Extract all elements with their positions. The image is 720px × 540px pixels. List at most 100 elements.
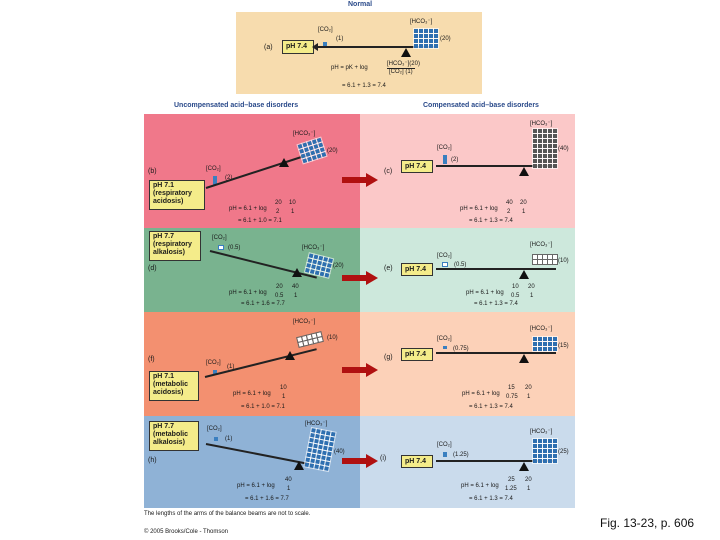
hco3-unit-block — [547, 453, 553, 459]
hco3-unit-block — [542, 438, 548, 444]
normal-hco3-value: (20) — [440, 36, 451, 42]
frac-num-f: 10 — [280, 385, 287, 391]
hco3-unit-block — [547, 133, 553, 139]
hco3-unit-block — [537, 128, 543, 134]
hco3-unit-block — [547, 153, 553, 159]
hco3-unit-block — [413, 28, 419, 34]
frac-num-d: 20 — [276, 284, 283, 290]
eq1-b: pH = 6.1 + log — [229, 206, 267, 212]
beam-g — [436, 352, 556, 354]
co2-value-b: (2) — [225, 175, 233, 181]
hco3-value-c: (40) — [558, 146, 569, 152]
hco3-unit-block — [552, 128, 558, 134]
normal-hco3-label: [HCO₃⁻] — [410, 19, 433, 25]
hco3-blocks-g — [532, 336, 558, 352]
hco3-unit-block — [537, 443, 543, 449]
hco3-unit-block — [324, 455, 332, 463]
hco3-unit-block — [418, 38, 424, 44]
frac-den-d: 0.5 — [275, 293, 284, 299]
label-d: (d) — [148, 265, 157, 272]
hco3-unit-block — [423, 33, 429, 39]
hco3-unit-block — [547, 148, 553, 154]
hco3-unit-block — [552, 153, 558, 159]
co2-label-c: [CO₂] — [437, 145, 452, 151]
hco3-unit-block — [547, 138, 553, 144]
label-g: (g) — [384, 354, 393, 361]
eq2-i: = 6.1 + 1.3 = 7.4 — [469, 496, 513, 502]
co2-label-d: [CO₂] — [212, 235, 227, 241]
hco3-unit-block — [537, 448, 543, 454]
normal-title: Normal — [348, 1, 373, 8]
frac-den-f: 1 — [282, 394, 286, 400]
hco3-unit-block — [428, 33, 434, 39]
hco3-unit-block — [542, 163, 548, 169]
eq1-c: pH = 6.1 + log — [460, 206, 498, 212]
normal-fraction-bar — [387, 68, 415, 69]
hco3-unit-block — [537, 259, 543, 265]
hco3-unit-block — [537, 158, 543, 164]
fulcrum-g — [519, 354, 529, 363]
hco3-unit-block — [532, 259, 538, 265]
hco3-unit-block — [542, 158, 548, 164]
label-c: (c) — [384, 168, 393, 175]
hco3-unit-block — [532, 163, 538, 169]
hco3-unit-block — [322, 465, 330, 473]
hco3-unit-block — [537, 453, 543, 459]
hco3-unit-block — [532, 453, 538, 459]
uncompensated-header: Uncompensated acid–base disorders — [174, 102, 299, 109]
hco3-unit-block — [537, 346, 543, 352]
hco3-unit-block — [552, 346, 558, 352]
hco3-unit-block — [532, 128, 538, 134]
panel-c — [360, 114, 575, 228]
hco3-unit-block — [547, 438, 553, 444]
label-i: (i) — [380, 455, 387, 462]
hco3-unit-block — [413, 33, 419, 39]
hco3-value-b: (20) — [327, 148, 338, 154]
hco3-unit-block — [552, 336, 558, 342]
panel-g — [360, 312, 575, 416]
eq2-c: = 6.1 + 1.3 = 7.4 — [469, 218, 513, 224]
hco3-unit-block — [552, 458, 558, 464]
arrow-b-to-c — [342, 173, 378, 187]
fulcrum-e — [519, 270, 529, 279]
hco3-unit-block — [433, 28, 439, 34]
ph-box-f: pH 7.1 (metabolic acidosis) — [149, 371, 199, 401]
hco3-unit-block — [433, 33, 439, 39]
hco3-unit-block — [413, 38, 419, 44]
eq1-d: pH = 6.1 + log — [229, 290, 267, 296]
hco3-unit-block — [532, 153, 538, 159]
eq1-h: pH = 6.1 + log — [237, 483, 275, 489]
co2-value-h: (1) — [225, 436, 233, 442]
paren-num-b: 10 — [289, 200, 296, 206]
ph-box-b: pH 7.1 (respiratory acidosis) — [149, 180, 205, 210]
hco3-unit-block — [552, 138, 558, 144]
co2-block-b — [213, 176, 217, 185]
hco3-unit-block — [537, 254, 543, 260]
hco3-unit-block — [547, 346, 553, 352]
hco3-unit-block — [542, 346, 548, 352]
paren-num-e: 20 — [528, 284, 535, 290]
ph-box-g: pH 7.4 — [401, 348, 433, 361]
ph-box-i: pH 7.4 — [401, 455, 433, 468]
arrow-h-to-i — [342, 454, 378, 468]
co2-block-f — [213, 370, 217, 374]
hco3-unit-block — [328, 435, 336, 443]
hco3-unit-block — [547, 163, 553, 169]
normal-equation-numerator: [HCO₃⁻](20) — [387, 61, 420, 67]
hco3-unit-block — [552, 453, 558, 459]
hco3-unit-block — [552, 133, 558, 139]
normal-ph-box: pH 7.4 — [282, 40, 314, 54]
hco3-unit-block — [433, 43, 439, 49]
hco3-label-b: [HCO₃⁻] — [293, 131, 316, 137]
co2-label-i: [CO₂] — [437, 442, 452, 448]
paren-den-d: 1 — [294, 293, 298, 299]
normal-beam-arrowhead — [312, 43, 318, 51]
fulcrum-d — [292, 268, 302, 277]
panel-e — [360, 228, 575, 312]
hco3-unit-block — [433, 38, 439, 44]
hco3-unit-block — [547, 341, 553, 347]
hco3-unit-block — [542, 443, 548, 449]
hco3-unit-block — [428, 28, 434, 34]
co2-value-e: (0.5) — [454, 262, 467, 268]
frac-den-g: 0.75 — [506, 394, 518, 400]
